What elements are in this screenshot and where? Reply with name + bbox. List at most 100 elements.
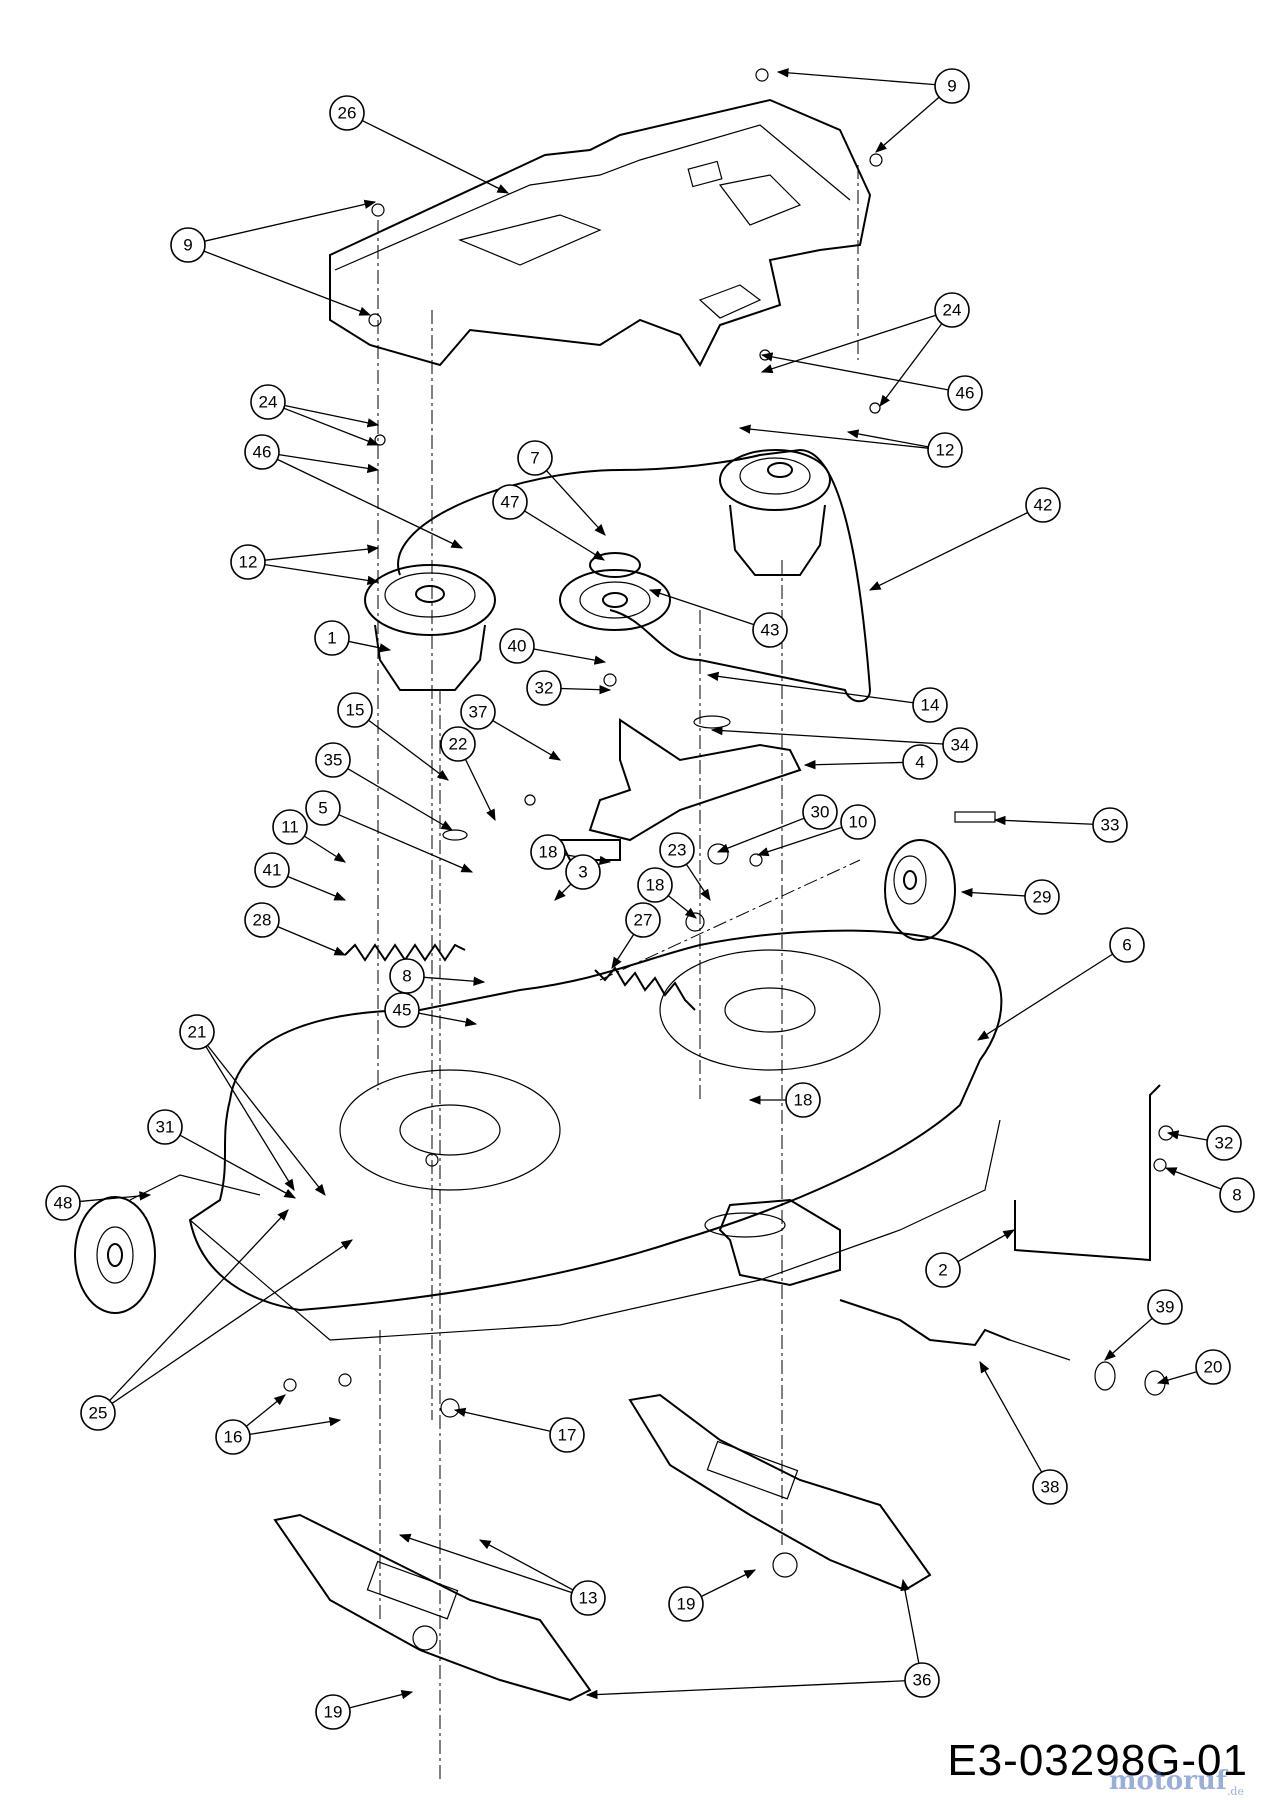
callout-circle [1032, 1469, 1068, 1505]
callout-bubble: 21 [179, 1014, 215, 1050]
leader-line [738, 424, 929, 449]
callout-bubble: 12 [927, 432, 963, 468]
callout-label: 41 [263, 861, 282, 880]
callout-bubble: 48 [45, 1185, 81, 1221]
callout-bubble: 4 [902, 744, 938, 780]
leader-line [760, 314, 937, 374]
callout-circle [1195, 1349, 1231, 1385]
callout-bubble: 1 [314, 620, 350, 656]
callout-circle [1147, 1289, 1183, 1325]
leader-line [205, 1046, 295, 1191]
callout-circle [147, 1109, 183, 1145]
callout-label: 5 [318, 799, 327, 818]
callout-bubble: 18 [530, 834, 566, 870]
leader-line [533, 648, 607, 665]
callout-label: 18 [794, 1091, 813, 1110]
callout-circle [802, 794, 838, 830]
callout-label: 15 [346, 701, 365, 720]
callout-bubble: 5 [305, 790, 341, 826]
left-spindle-pulley-part [364, 564, 496, 691]
callout-circle [942, 727, 978, 763]
callout-bubble: 38 [1032, 1469, 1068, 1505]
callout-bubble: 32 [1206, 1125, 1242, 1161]
callout-circle [934, 292, 970, 328]
callout-circle [315, 742, 351, 778]
callout-bubble: 43 [752, 612, 788, 648]
callout-bubble: 35 [315, 742, 351, 778]
leader-line [277, 458, 464, 549]
callout-circle [230, 544, 266, 580]
callout-circle [244, 434, 280, 470]
idler-pulley-part [559, 552, 671, 631]
leader-line [1104, 1317, 1153, 1361]
callout-circle [254, 852, 290, 888]
callout-circle [565, 854, 601, 890]
callout-bubble: 41 [254, 852, 290, 888]
callout-label: 32 [535, 679, 554, 698]
mower-deck-housing-part [188, 929, 1003, 1341]
watermark-logo: motoruf.de [1109, 1766, 1244, 1798]
leader-line [368, 719, 449, 781]
callout-label: 24 [259, 393, 278, 412]
callout-circle [934, 68, 970, 104]
spring-28-part [344, 943, 466, 962]
callout-bubble: 32 [526, 670, 562, 706]
callout-label: 19 [677, 1595, 696, 1614]
callout-label: 18 [646, 876, 665, 895]
callout-label: 28 [253, 911, 272, 930]
callout-label: 9 [947, 77, 956, 96]
watermark-suffix: .de [1226, 1785, 1244, 1798]
leader-line [206, 1044, 326, 1196]
leader-line [284, 404, 380, 428]
leader-line [349, 1690, 414, 1709]
callout-circle [440, 726, 476, 762]
callout-circle [45, 1185, 81, 1221]
leader-line [1164, 1167, 1222, 1190]
callout-bubble: 42 [1025, 487, 1061, 523]
leader-line [760, 352, 949, 391]
callout-bubble: 16 [215, 1419, 251, 1455]
callout-label: 30 [811, 803, 830, 822]
leader-line [361, 119, 510, 194]
leader-line [900, 1578, 920, 1664]
callout-label: 22 [449, 735, 468, 754]
callout-bubble: 9 [934, 68, 970, 104]
callout-circle [902, 744, 938, 780]
callout-label: 45 [393, 1001, 412, 1020]
callout-label: 46 [253, 443, 272, 462]
callout-circle [1206, 1125, 1242, 1161]
leader-line [710, 725, 944, 745]
leader-line [846, 429, 929, 448]
leader-line [667, 895, 697, 919]
callout-circle [170, 227, 206, 263]
callout-bubble: 15 [337, 692, 373, 728]
callout-circle [549, 1417, 585, 1453]
spring-27-part [594, 966, 696, 1011]
callout-label: 10 [849, 813, 868, 832]
leader-line [706, 671, 914, 704]
callout-circle [1024, 879, 1060, 915]
callout-label: 29 [1033, 888, 1052, 907]
callout-bubble: 11 [272, 809, 308, 845]
leader-line [287, 875, 347, 901]
watermark-text: motoruf [1108, 1765, 1227, 1796]
drawing-number: E3-03298G-01 [947, 1736, 1248, 1785]
callout-label: 11 [281, 818, 299, 837]
callout-circle [1025, 487, 1061, 523]
callout-label: 48 [54, 1194, 73, 1213]
callout-bubble: 33 [1092, 807, 1128, 843]
callout-circle [668, 1586, 704, 1622]
callout-bubble: 19 [315, 1694, 351, 1730]
callout-label: 46 [956, 384, 975, 403]
callout-circle [315, 1694, 351, 1730]
anti-scalp-wheel-part [884, 839, 956, 941]
callout-label: 4 [915, 753, 924, 772]
callout-label: 6 [1122, 936, 1131, 955]
callout-bubble: 29 [1024, 879, 1060, 915]
idler-arm-bracket-part [558, 718, 802, 861]
callout-label: 1 [327, 629, 336, 648]
callout-bubble: 19 [668, 1586, 704, 1622]
callout-bubble: 39 [1147, 1289, 1183, 1325]
callout-label: 21 [188, 1023, 207, 1042]
alignment-lines [377, 165, 861, 1780]
